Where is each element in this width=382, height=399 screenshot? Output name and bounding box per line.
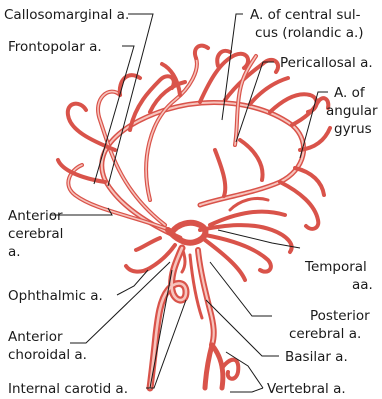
label-posterior-cerebral-line1: Posterior <box>310 308 370 324</box>
label-angular-line2: angular <box>326 103 378 119</box>
label-anterior-cerebral-line3: a. <box>8 244 21 260</box>
label-pericallosal: Pericallosal a. <box>280 55 373 71</box>
label-anterior-choroidal-line2: choroidal a. <box>8 347 87 363</box>
label-ophthalmic: Ophthalmic a. <box>8 288 103 304</box>
label-internal-carotid: Internal carotid a. <box>8 381 128 397</box>
label-angular-line1: A. of <box>334 85 366 101</box>
label-temporal-line1: Temporal <box>304 259 367 275</box>
label-posterior-cerebral-line2: cerebral a. <box>289 326 361 342</box>
circle-of-willis <box>126 223 205 272</box>
label-vertebral: Vertebral a. <box>267 381 346 397</box>
basilar-vertebral-arteries <box>190 250 238 388</box>
frontal-branches <box>58 75 185 230</box>
labels: Callosomarginal a. Frontopolar a. A. of … <box>4 7 378 397</box>
label-anterior-cerebral-line2: cerebral <box>8 226 63 242</box>
label-anterior-cerebral-line1: Anterior <box>8 208 63 224</box>
label-central-sulcus-line2: cus (rolandic a.) <box>255 25 364 41</box>
temporal-branches <box>200 198 292 280</box>
label-anterior-choroidal-line1: Anterior <box>8 329 63 345</box>
label-central-sulcus-line1: A. of central sul- <box>250 7 361 23</box>
label-angular-line3: gyrus <box>334 121 372 137</box>
label-frontopolar: Frontopolar a. <box>8 39 102 55</box>
internal-carotid-artery <box>150 248 186 388</box>
label-basilar: Basilar a. <box>285 349 348 365</box>
label-callosomarginal: Callosomarginal a. <box>4 7 129 23</box>
label-temporal-line2: aa. <box>352 277 373 293</box>
